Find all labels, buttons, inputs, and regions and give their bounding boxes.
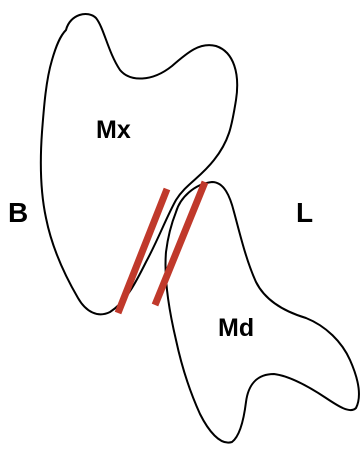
- mandibular-tooth-label: Md: [218, 314, 254, 342]
- mandibular-tooth-outline: [165, 182, 358, 443]
- lingual-side-label: L: [296, 197, 313, 228]
- buccal-side-label: B: [8, 197, 28, 228]
- maxillary-tooth-label: Mx: [96, 116, 131, 144]
